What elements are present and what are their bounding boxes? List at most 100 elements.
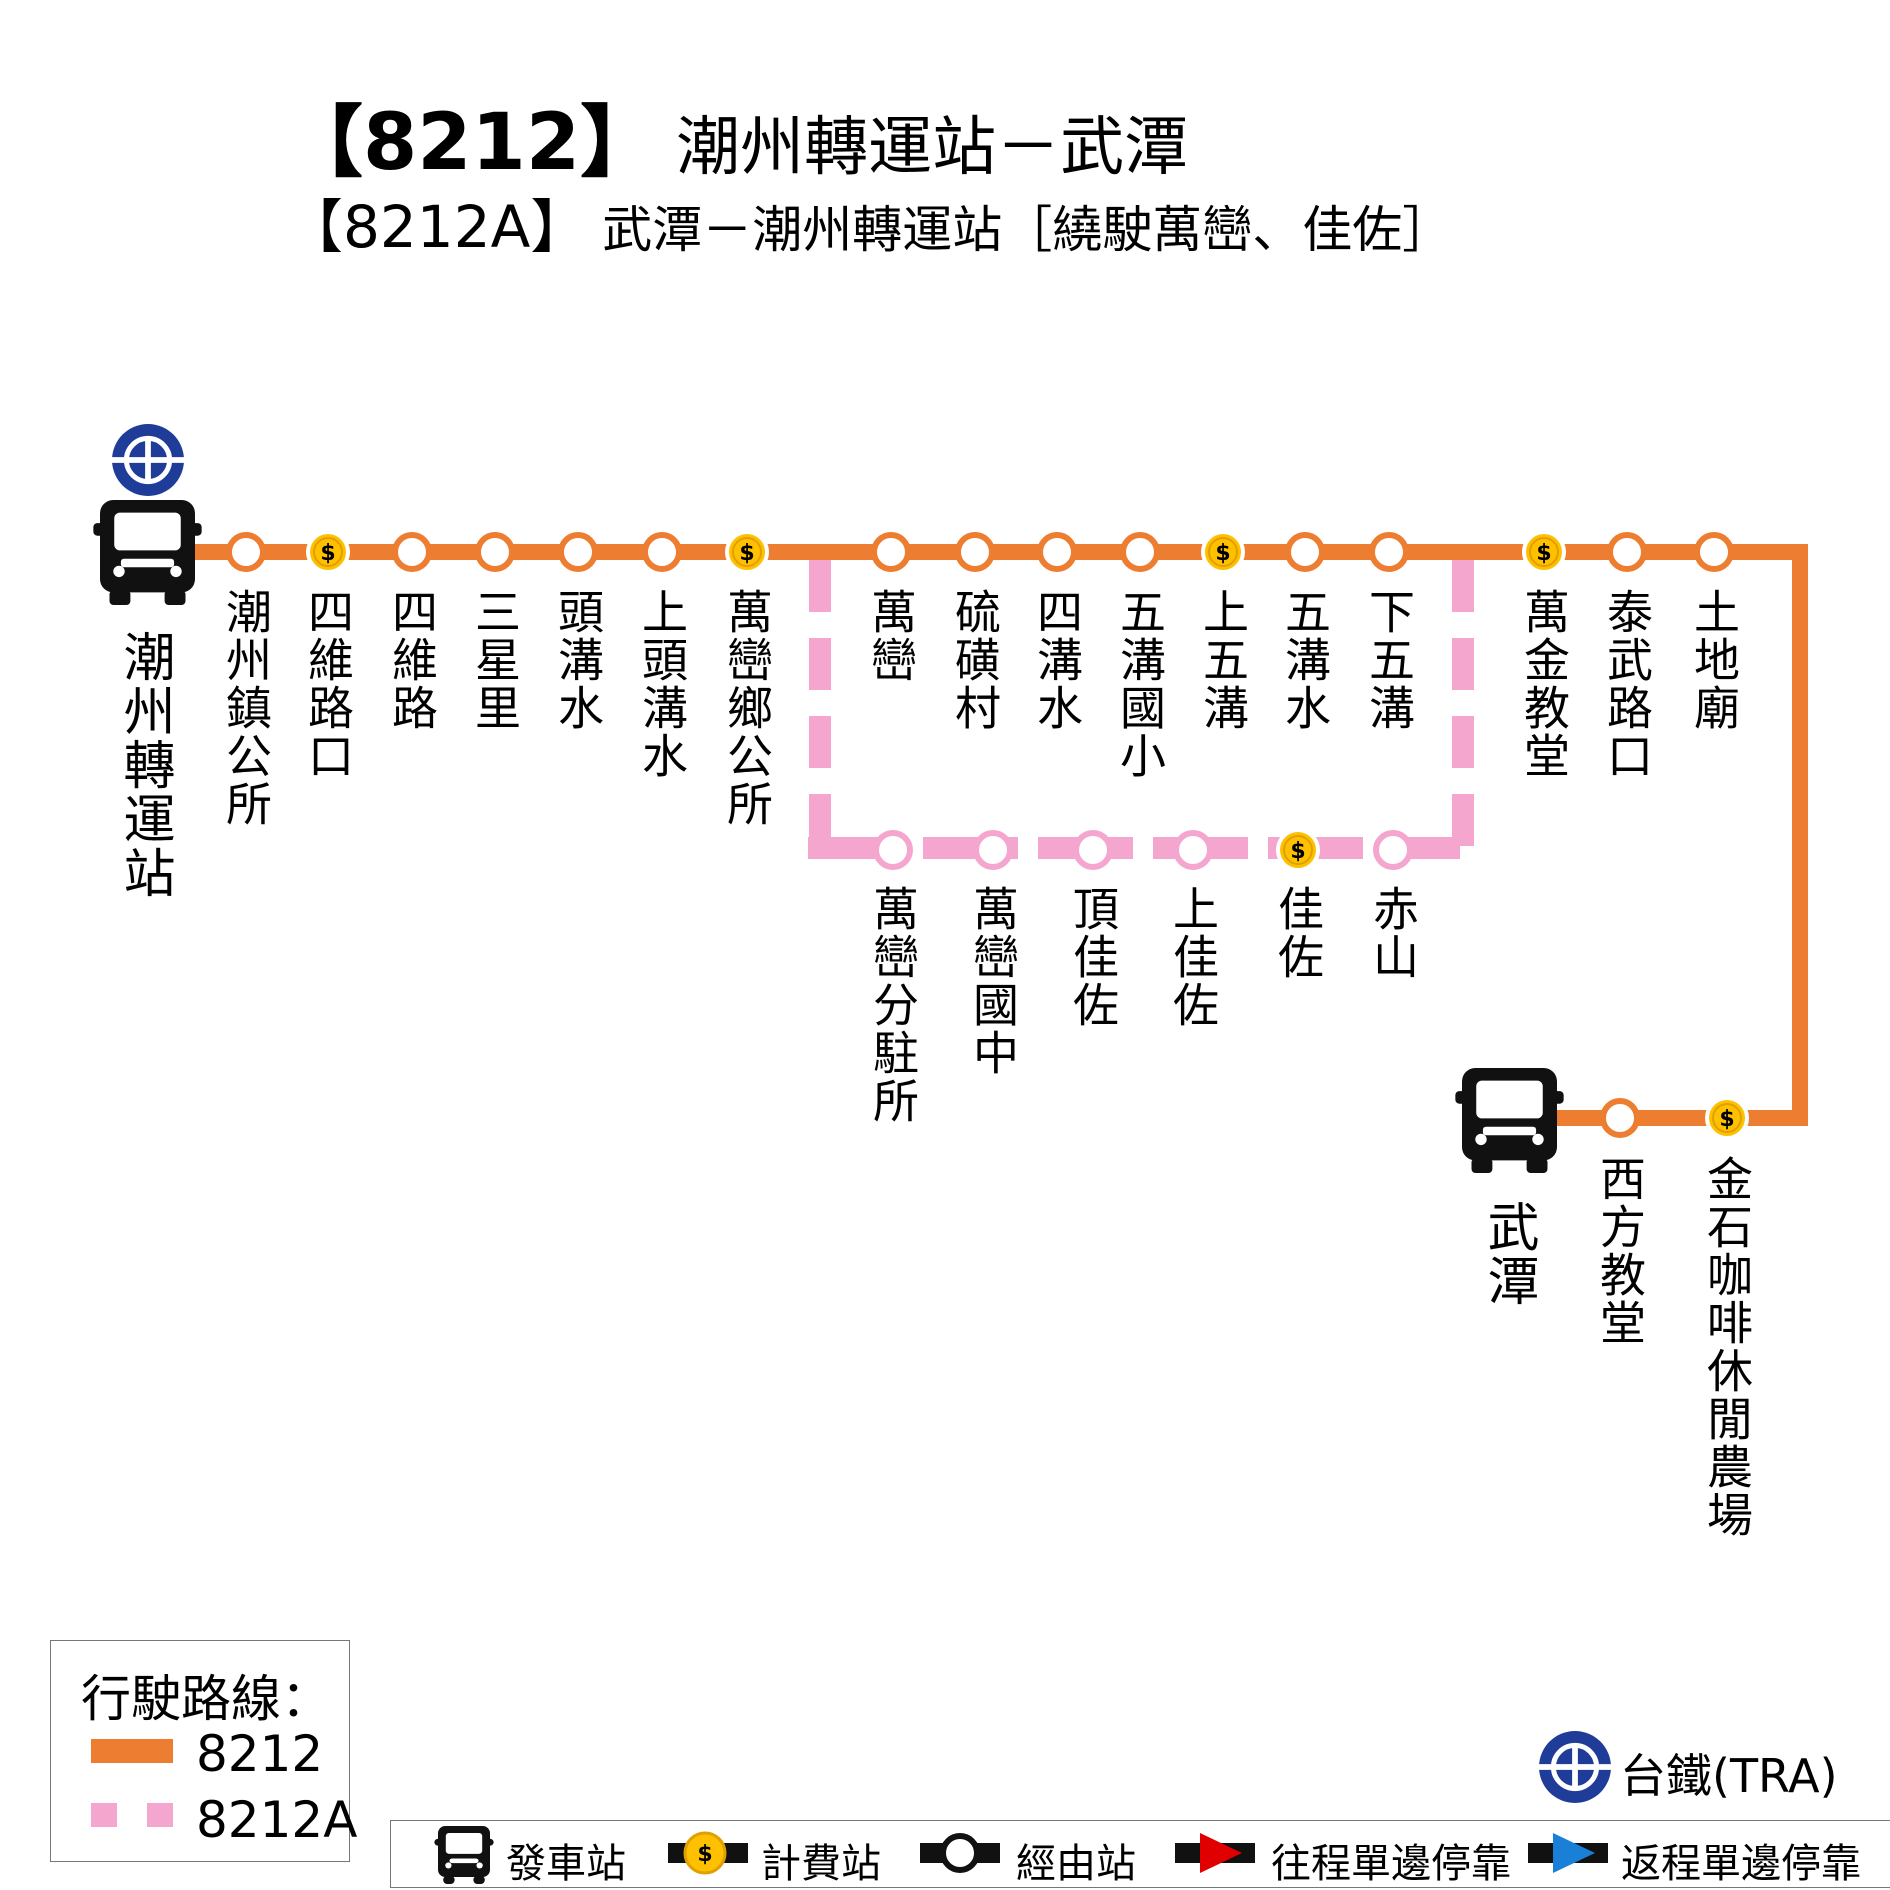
legend-fare-symbol: $	[697, 1842, 712, 1867]
legend-bus-icon-wheel-left	[443, 1875, 455, 1884]
main-stop-label-13: 五溝水	[1278, 588, 1332, 732]
branch-stop-4	[1173, 830, 1213, 870]
end-bus-icon-window	[1476, 1080, 1543, 1119]
main-stop-2-fare-symbol: $	[320, 541, 335, 566]
lower-stop-2-fare-symbol: $	[1719, 1107, 1734, 1132]
main-stop-11	[1120, 532, 1160, 572]
start-bus-icon	[93, 500, 202, 605]
branch-stop-1	[873, 830, 913, 870]
main-stop-12-fare-symbol: $	[1215, 541, 1230, 566]
main-stop-7-fare-symbol: $	[739, 541, 754, 566]
tra-legend-icon	[1539, 1731, 1611, 1803]
main-stop-13-circle	[1285, 532, 1325, 572]
tra-station-icon-stem	[145, 438, 151, 482]
legend-return-arrow	[1553, 1833, 1595, 1873]
start-bus-icon-light-left	[113, 565, 125, 578]
end-bus-icon-wheel-left	[1471, 1158, 1493, 1173]
main-stop-15: $	[1522, 530, 1566, 574]
end-bus-icon-light-right	[1532, 1133, 1544, 1146]
branch-stop-label-3: 頂佳佐	[1066, 885, 1120, 1029]
route1-name: 潮州轉運站－武潭	[676, 111, 1189, 185]
main-stop-label-5: 頭溝水	[551, 588, 605, 732]
main-stop-2: $	[306, 530, 350, 574]
title-route-8212: 【8212】潮州轉運站－武潭	[285, 80, 1188, 192]
branch-stop-3	[1073, 830, 1113, 870]
main-stop-11-circle	[1120, 532, 1160, 572]
main-stop-3-circle	[392, 532, 432, 572]
main-stop-12-fare-inner	[1208, 537, 1238, 567]
main-stop-5	[558, 532, 598, 572]
main-stop-16-circle	[1607, 532, 1647, 572]
main-stop-label-4: 三星里	[468, 588, 522, 732]
legend-depart-label: 發車站	[506, 1841, 626, 1887]
branch-stop-2	[973, 830, 1013, 870]
start-bus-icon-grille	[120, 558, 175, 568]
main-stop-label-14: 下五溝	[1362, 588, 1416, 732]
main-stop-label-8: 萬巒	[864, 588, 918, 684]
end-bus-icon-grille	[1482, 1126, 1537, 1136]
legend-via-icon	[940, 1833, 980, 1873]
legend-bus-icon-wheel-right	[473, 1875, 485, 1884]
main-stop-label-9: 硫磺村	[948, 588, 1002, 732]
main-stop-17-circle	[1694, 532, 1734, 572]
main-stop-2-fare-inner	[313, 537, 343, 567]
main-stop-7: $	[725, 530, 769, 574]
main-stop-8	[871, 532, 911, 572]
lower-stop-1-circle	[1600, 1098, 1640, 1138]
branch-stop-5-fare-inner	[1283, 835, 1313, 865]
main-stop-9-circle	[955, 532, 995, 572]
main-stop-label-3: 四維路	[385, 588, 439, 732]
route2-code: 【8212A】	[285, 193, 589, 261]
route1-code: 【8212】	[285, 98, 659, 188]
main-stop-10-circle	[1037, 532, 1077, 572]
tra-legend-label: 台鐵(TRA)	[1620, 1749, 1838, 1803]
main-stop-17	[1694, 532, 1734, 572]
main-stop-14-circle	[1369, 532, 1409, 572]
lower-stop-2-fare-inner	[1712, 1103, 1742, 1133]
main-stop-8-circle	[871, 532, 911, 572]
legend-outbound-arrow	[1200, 1833, 1242, 1873]
legend-outbound-label: 往程單邊停靠	[1271, 1841, 1511, 1887]
main-stop-label-1: 潮州鎮公所	[219, 588, 273, 828]
start-bus-icon-wheel-left	[109, 590, 131, 605]
main-stop-label-7: 萬巒鄉公所	[720, 588, 774, 828]
terminal-end-label: 武潭	[1478, 1200, 1538, 1308]
legend-swatch-8212A-b	[147, 1803, 173, 1827]
route2-name: 武潭－潮州轉運站［繞駛萬巒、佳佐］	[602, 201, 1453, 259]
branch-stop-label-1: 萬巒分駐所	[866, 885, 920, 1125]
main-stop-12: $	[1201, 530, 1245, 574]
branch-stop-label-5: 佳佐	[1271, 885, 1325, 981]
terminal-start-label: 潮州轉運站	[114, 630, 174, 900]
main-stop-16	[1607, 532, 1647, 572]
main-stop-10	[1037, 532, 1077, 572]
legend-fare-label: 計費站	[761, 1841, 881, 1887]
legend-return-label: 返程單邊停靠	[1621, 1841, 1861, 1887]
main-stop-7-fare-inner	[732, 537, 762, 567]
symbol-legend: 發車站 計費站 經由站 往程單邊停靠 返程單邊停靠	[390, 1820, 1890, 1888]
branch-stop-6-circle	[1373, 830, 1413, 870]
main-stop-15-fare-symbol: $	[1536, 541, 1551, 566]
main-stop-9	[955, 532, 995, 572]
main-stop-label-16: 泰武路口	[1600, 588, 1654, 780]
end-bus-icon-wheel-right	[1526, 1158, 1548, 1173]
main-stop-4	[475, 532, 515, 572]
legend-bus-icon	[434, 1826, 494, 1884]
end-bus-icon	[1455, 1068, 1564, 1173]
branch-stop-5-fare-symbol: $	[1290, 839, 1305, 864]
legend-item-8212: 8212	[196, 1725, 324, 1783]
tra-station-icon	[112, 424, 184, 496]
main-stop-label-15: 萬金教堂	[1517, 588, 1571, 780]
main-stop-label-17: 土地廟	[1687, 588, 1741, 732]
branch-stop-2-circle	[973, 830, 1013, 870]
legend-swatch-8212A-a	[91, 1803, 117, 1827]
legend-bus-icon-grille	[449, 1858, 479, 1864]
main-stop-label-11: 五溝國小	[1113, 588, 1167, 780]
main-stop-4-circle	[475, 532, 515, 572]
route-legend: 行駛路線： 8212 8212A	[50, 1640, 357, 1862]
main-stop-label-2: 四維路口	[301, 588, 355, 780]
main-stop-6-circle	[642, 532, 682, 572]
branch-stop-6	[1373, 830, 1413, 870]
main-stop-label-12: 上五溝	[1196, 588, 1250, 732]
start-bus-icon-wheel-right	[164, 590, 186, 605]
